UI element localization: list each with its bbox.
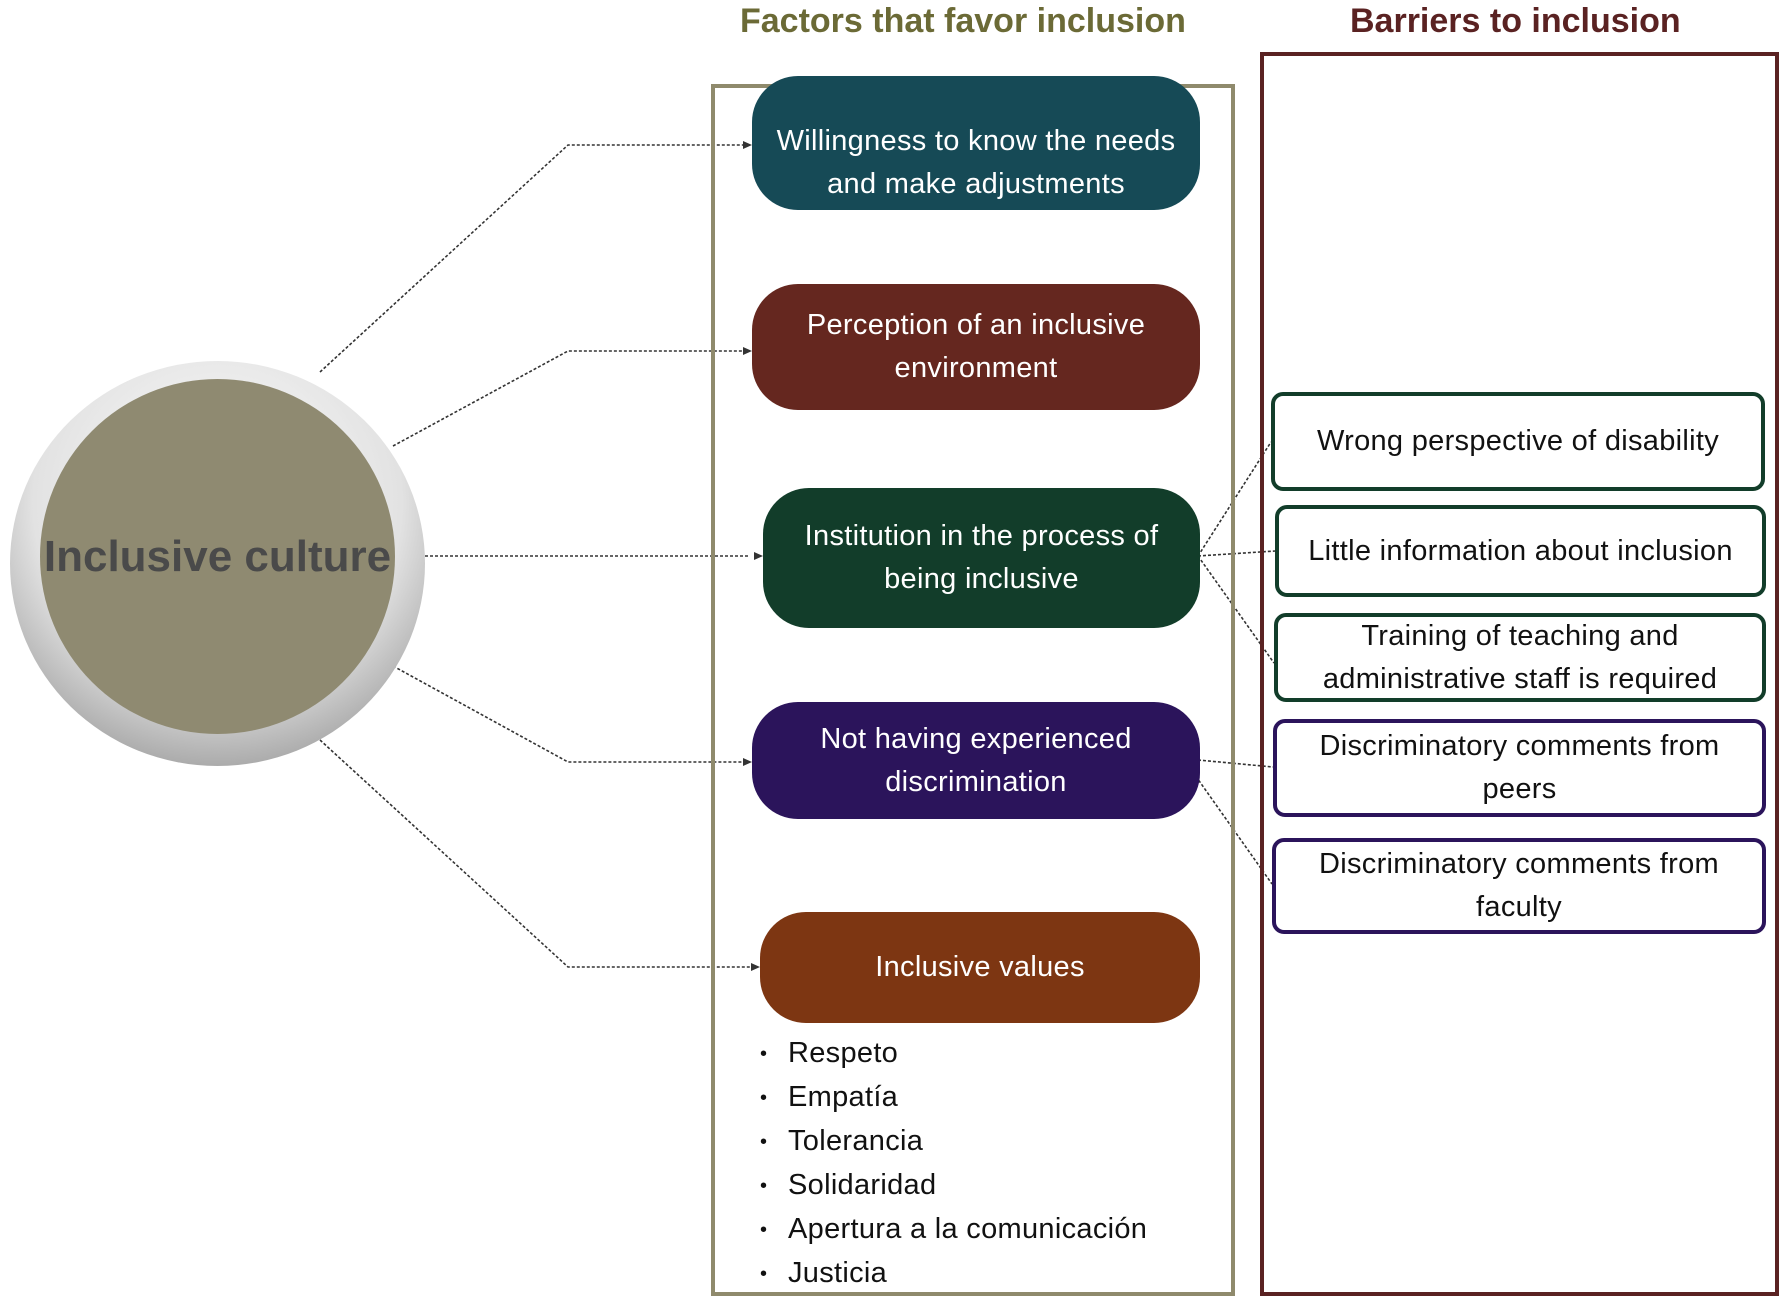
value-item: Apertura a la comunicación bbox=[760, 1208, 1147, 1252]
inclusive-culture-hub: Inclusive culture bbox=[10, 361, 425, 766]
barrier-comments-from-peers: Discriminatory comments from peers bbox=[1273, 719, 1766, 817]
barriers-header: Barriers to inclusion bbox=[1350, 2, 1681, 40]
barrier-comments-from-faculty: Discriminatory comments from faculty bbox=[1272, 838, 1766, 934]
value-item: Empatía bbox=[760, 1076, 1147, 1120]
connector-hub-to-factor-5 bbox=[319, 739, 750, 968]
factor-institution-in-process: Institution in the process of being incl… bbox=[763, 488, 1200, 628]
value-item: Respeto bbox=[760, 1032, 1147, 1076]
arrowhead-factor-2 bbox=[743, 347, 752, 355]
inclusive-values-list: Respeto Empatía Tolerancia Solidaridad A… bbox=[760, 1032, 1147, 1296]
connector-hub-to-factor-2 bbox=[392, 350, 750, 447]
value-item: Tolerancia bbox=[760, 1120, 1147, 1164]
factor-not-experienced-discrimination: Not having experienced discrimination bbox=[752, 702, 1200, 819]
barrier-training-required: Training of teaching and administrative … bbox=[1274, 613, 1766, 702]
connector-factor-3-to-barrier-3 bbox=[1197, 555, 1275, 664]
factor-perception-inclusive-environment: Perception of an inclusive environment bbox=[752, 284, 1200, 410]
connector-hub-to-factor-4 bbox=[392, 665, 750, 763]
value-item: Solidaridad bbox=[760, 1164, 1147, 1208]
arrowhead-factor-1 bbox=[743, 141, 752, 149]
arrowhead-factor-5 bbox=[751, 963, 760, 971]
factors-header: Factors that favor inclusion bbox=[740, 2, 1186, 40]
value-item: Justicia bbox=[760, 1252, 1147, 1296]
arrowhead-factor-4 bbox=[743, 758, 752, 766]
barrier-little-information: Little information about inclusion bbox=[1275, 505, 1766, 597]
factor-willingness-to-know-needs: Willingness to know the needs and make a… bbox=[752, 76, 1200, 210]
hub-inner-circle: Inclusive culture bbox=[40, 379, 395, 734]
connector-factor-3-to-barrier-2 bbox=[1197, 550, 1276, 557]
arrowhead-factor-3 bbox=[754, 552, 763, 560]
connector-hub-to-factor-1 bbox=[319, 144, 750, 373]
barrier-wrong-perspective: Wrong perspective of disability bbox=[1271, 392, 1765, 491]
barriers-frame bbox=[1260, 52, 1779, 1296]
hub-label: Inclusive culture bbox=[43, 532, 392, 581]
factor-inclusive-values: Inclusive values bbox=[760, 912, 1200, 1023]
